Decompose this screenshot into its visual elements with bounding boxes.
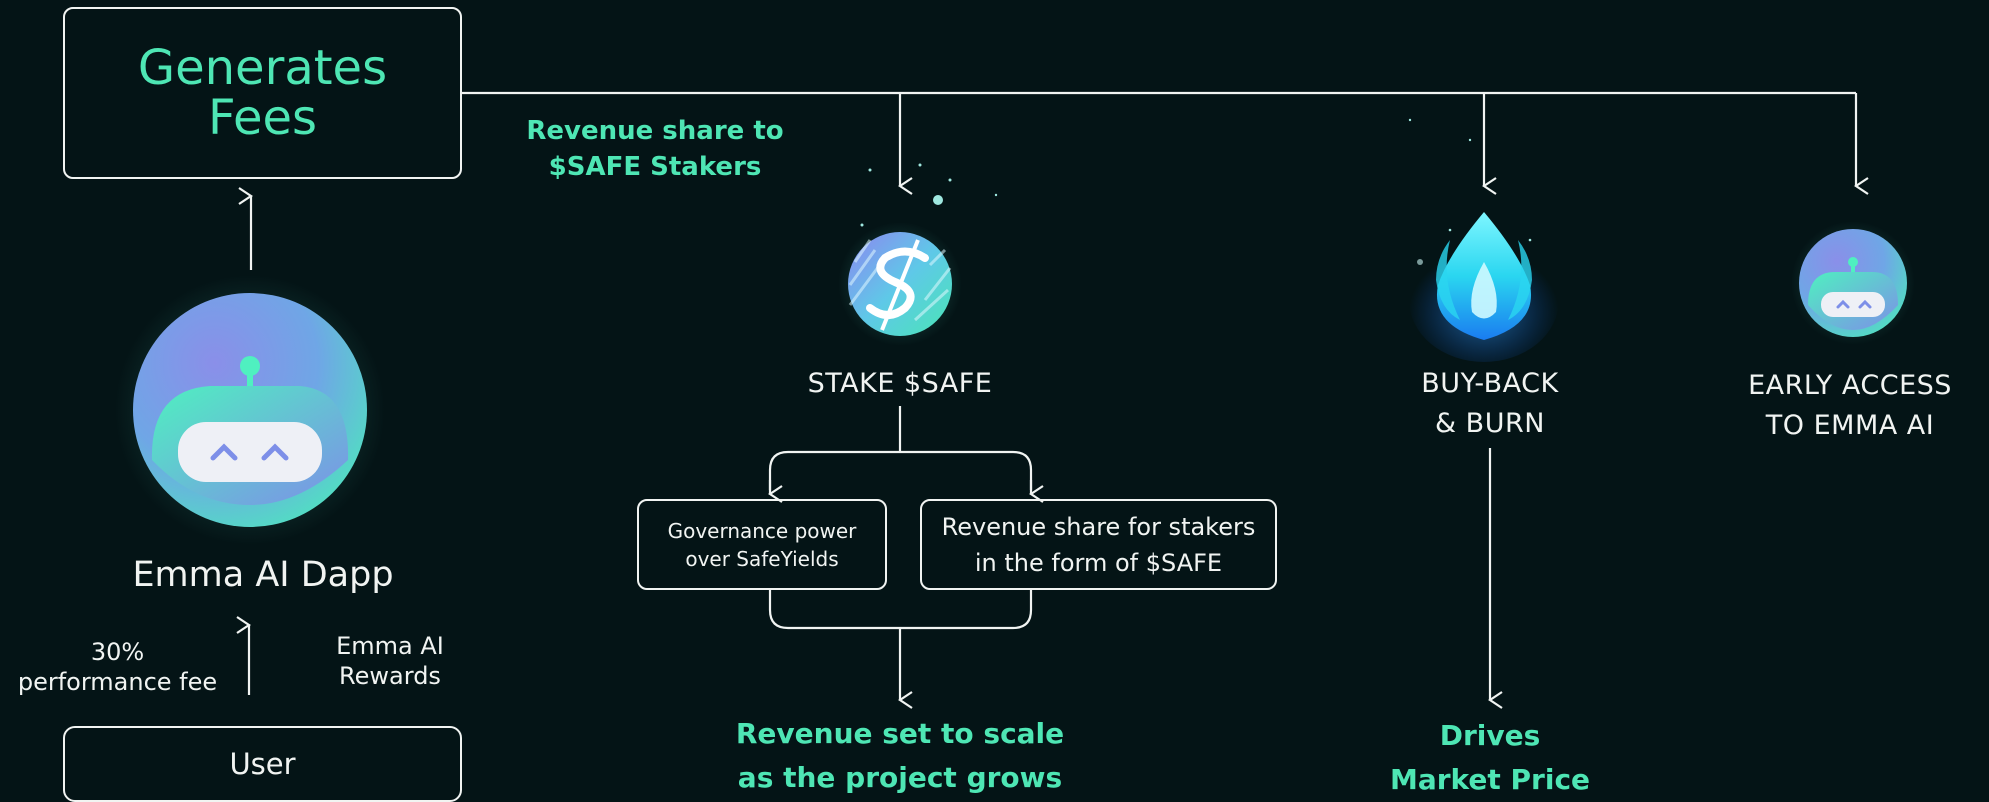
rewards-note-line1: Emma AI	[336, 632, 444, 660]
stake-outcome: Revenue set to scale as the project grow…	[690, 712, 1110, 800]
generates-fees-box: Generates Fees	[63, 7, 462, 179]
governance-box: Governance power over SafeYields	[637, 499, 887, 590]
rewards-note-line2: Rewards	[339, 662, 441, 690]
governance-line2: over SafeYields	[685, 546, 839, 571]
access-line1: EARLY ACCESS	[1748, 370, 1952, 401]
early-access-label: EARLY ACCESS TO EMMA AI	[1700, 366, 1989, 446]
revenue-box-line2: in the form of $SAFE	[974, 548, 1223, 577]
governance-line1: Governance power	[667, 518, 857, 543]
stake-safe-label: STAKE $SAFE	[807, 368, 993, 399]
top-connector	[462, 91, 1869, 195]
fee-note-line1: 30%	[90, 638, 145, 666]
stake-outcome-line1: Revenue set to scale	[735, 717, 1065, 750]
revenue-share-note: Revenue share to $SAFE Stakers	[515, 113, 795, 185]
revenue-share-box: Revenue share for stakers in the form of…	[920, 499, 1277, 590]
sparkle-dots	[860, 118, 1532, 265]
user-label: User	[229, 747, 296, 781]
robot-icon	[115, 275, 385, 545]
flame-icon	[1409, 212, 1559, 362]
buyback-burn-label: BUY-BACK & BURN	[1340, 364, 1640, 444]
robot-small-icon	[1791, 221, 1915, 345]
fees-box-line1: Generates	[137, 40, 388, 96]
burn-outcome-line2: Market Price	[1389, 763, 1591, 796]
stake-branch-lines	[768, 406, 1044, 709]
user-box: User	[63, 726, 462, 802]
rewards-note: Emma AI Rewards	[310, 631, 470, 691]
burn-outcome-line1: Drives	[1439, 719, 1541, 752]
dapp-label: Emma AI Dapp	[132, 555, 394, 595]
burn-outcome: Drives Market Price	[1330, 714, 1650, 802]
revenue-note-line1: Revenue share to	[526, 116, 784, 146]
burn-line2: & BURN	[1435, 408, 1545, 439]
access-line2: TO EMMA AI	[1765, 410, 1935, 441]
revenue-box-line1: Revenue share for stakers	[941, 512, 1256, 541]
burn-line1: BUY-BACK	[1421, 368, 1559, 399]
fees-box-line2: Fees	[207, 90, 318, 146]
safe-coin-icon	[838, 222, 962, 346]
fee-note-line2: performance fee	[17, 668, 218, 696]
performance-fee-note: 30% performance fee	[0, 637, 235, 697]
stake-outcome-line2: as the project grows	[737, 761, 1063, 794]
revenue-note-line2: $SAFE Stakers	[548, 152, 762, 182]
